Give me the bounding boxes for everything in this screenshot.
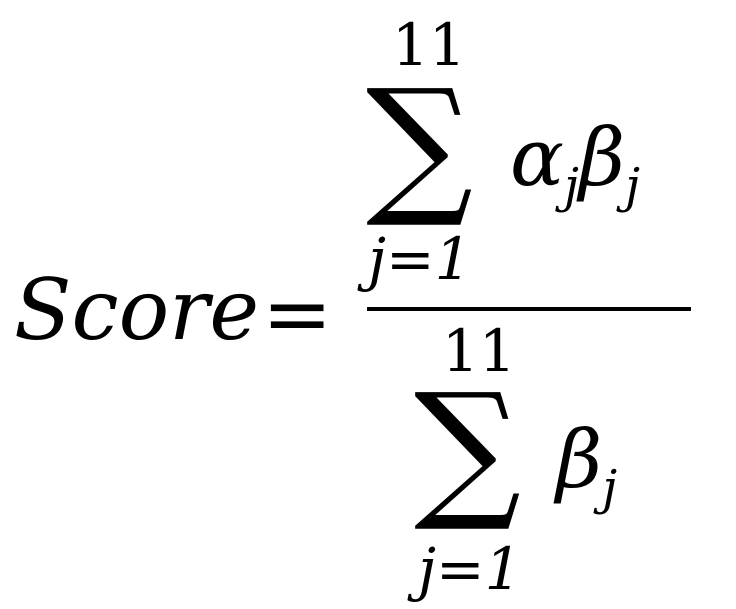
denominator-lower-limit: j=1 [418,535,522,603]
beta-symbol: β [578,111,626,204]
fraction-bar [367,307,691,311]
denominator-sum-symbol: ∑ [414,362,522,536]
numerator-lower-limit: j=1 [368,225,472,293]
numerator-term: αjβj [510,118,640,210]
alpha-subscript: j [564,157,579,214]
equals-sign: = [262,265,333,363]
numerator-sum-symbol: ∑ [366,58,474,232]
alpha-symbol: α [510,111,565,204]
beta-subscript: j [602,459,618,516]
denominator-upper-limit: 11 [442,317,516,385]
numerator-upper-limit: 11 [392,11,466,79]
formula-lhs: Score [14,261,260,359]
beta-subscript: j [625,157,641,214]
denominator-term: βj [556,420,617,512]
beta-symbol: β [556,413,603,506]
